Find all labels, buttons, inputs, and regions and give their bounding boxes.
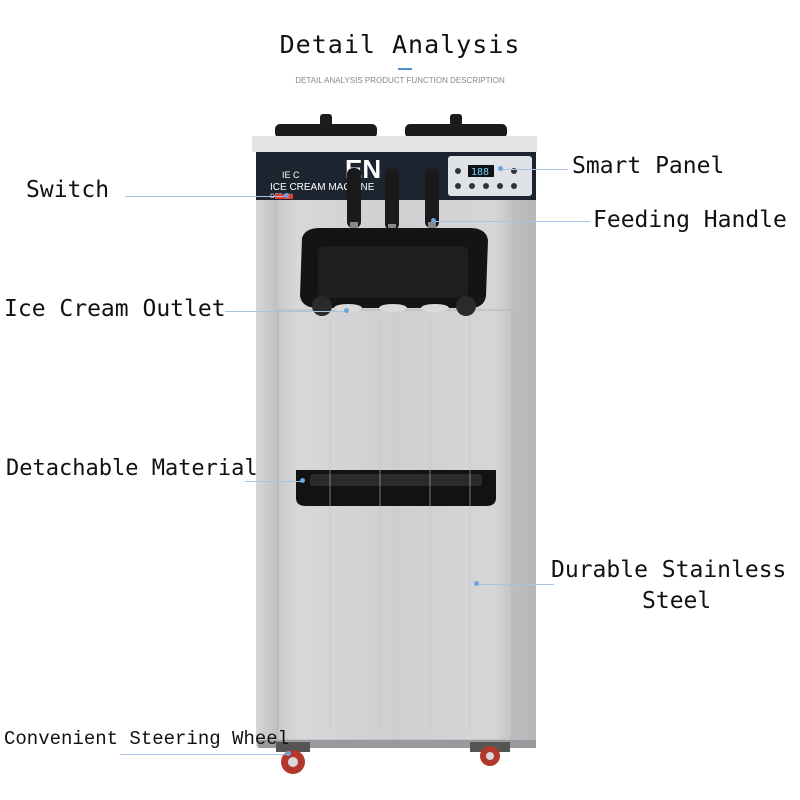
hopper-lids — [275, 114, 507, 138]
label-durable-steel-line2: Steel — [642, 588, 712, 614]
switch-dot — [284, 193, 289, 198]
page-subtitle: DETAIL ANALYSIS PRODUCT FUNCTION DESCRIP… — [295, 76, 505, 85]
steering-wheels — [276, 742, 510, 774]
ice-cream-outlet-dot — [344, 308, 349, 313]
label-feeding-handle: Feeding Handle — [593, 207, 787, 233]
smart-panel-dot — [498, 166, 503, 171]
svg-text:188: 188 — [471, 167, 489, 178]
label-ice-cream-outlet: Ice Cream Outlet — [4, 296, 226, 322]
feeding-handle-dot — [431, 218, 436, 223]
smart-panel-graphic: 188 — [444, 152, 536, 200]
durable-steel-dot — [474, 581, 479, 586]
svg-text:IE C: IE C — [282, 170, 300, 180]
drip-tray — [296, 470, 496, 506]
steering-wheel-line — [120, 754, 288, 755]
label-switch: Switch — [26, 177, 110, 203]
detachable-material-line — [245, 481, 303, 482]
detachable-material-dot — [300, 478, 305, 483]
svg-text:ICE CREAM MACHINE: ICE CREAM MACHINE — [270, 182, 375, 193]
feeding-handle-line — [434, 221, 590, 222]
label-durable-steel-line1: Durable Stainless — [551, 557, 787, 583]
outlet-head — [300, 228, 488, 316]
label-detachable-material: Detachable Material — [6, 456, 258, 481]
label-steering-wheel: Convenient Steering Wheel — [4, 728, 290, 750]
page-title: Detail Analysis — [279, 30, 521, 59]
label-smart-panel: Smart Panel — [572, 153, 725, 179]
ice-cream-outlet-line — [225, 311, 345, 312]
smart-panel-line — [500, 169, 568, 170]
switch-line — [125, 196, 285, 197]
durable-steel-line — [476, 584, 554, 585]
title-underline — [398, 68, 412, 70]
steering-wheel-dot — [286, 751, 291, 756]
